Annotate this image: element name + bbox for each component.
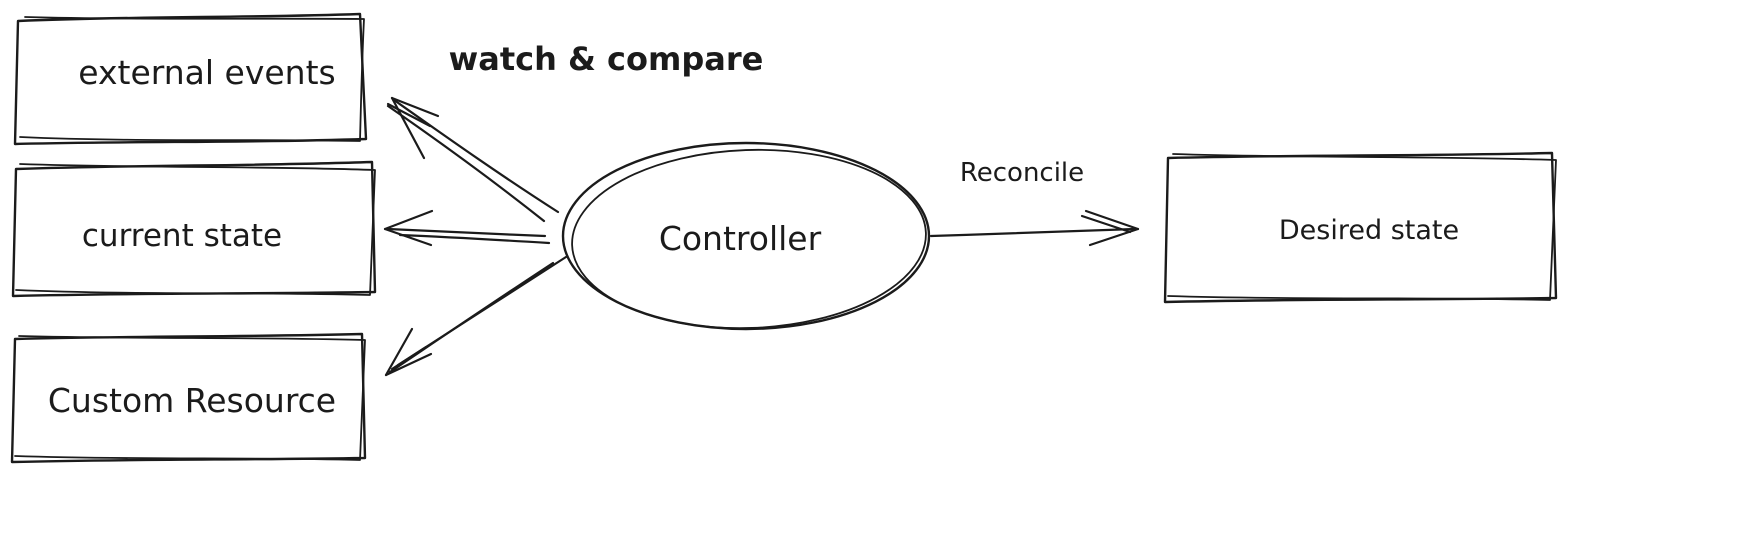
custom-resource-label: Custom Resource [48,381,336,420]
desired-state-box [1163,151,1558,304]
watch-compare-edge-label: watch & compare [449,40,764,78]
arrow-line [392,98,560,214]
arrowhead-overdraw [1080,214,1132,234]
arrow-controller-to-desired-state[interactable] [929,209,1140,247]
arrow-line-overdraw [398,233,551,245]
external-events-box-overdraw [19,16,365,142]
current-state-box [11,160,377,298]
arrowhead [383,209,434,231]
external-events-box [13,12,368,146]
arrowhead-overdraw [390,345,428,371]
external-events-label: external events [78,53,335,92]
arrowhead [1084,209,1140,231]
arrow-line [929,227,1137,238]
arrow-line [386,227,547,238]
reconcile-edge-label: Reconcile [960,158,1084,188]
arrowhead [384,352,433,377]
custom-resource-box-overdraw [14,335,366,461]
desired-state-box-overdraw [1167,153,1557,301]
desired-state-node[interactable]: Desired state [1163,151,1558,304]
arrow-controller-to-custom-resource[interactable] [384,255,568,377]
arrow-controller-to-external-events[interactable] [386,96,560,223]
arrow-line-overdraw [386,104,546,223]
controller-node[interactable]: Controller [561,141,931,334]
external-events-node[interactable]: external events [13,12,368,146]
arrowhead [384,327,414,377]
current-state-node[interactable]: current state [11,160,377,298]
current-state-box-overdraw [15,163,376,296]
arrowhead [383,227,433,247]
controller-ellipse-overdraw [571,148,927,330]
arrowhead-overdraw [386,102,432,128]
desired-state-label: Desired state [1279,215,1459,246]
current-state-label: current state [82,218,282,254]
arrowhead [390,96,440,118]
custom-resource-node[interactable]: Custom Resource [10,332,367,464]
custom-resource-box [10,332,367,464]
controller-label: Controller [659,219,822,258]
arrow-controller-to-current-state[interactable] [383,209,551,247]
